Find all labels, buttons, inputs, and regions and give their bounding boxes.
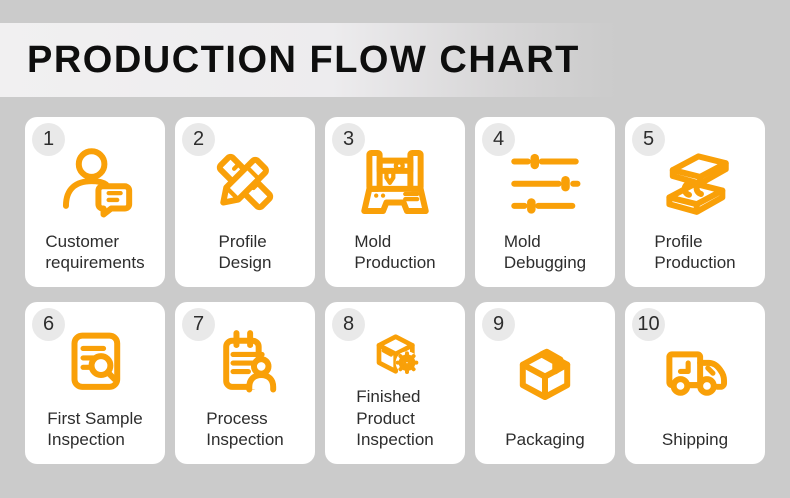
first-sample-inspection-icon	[71, 332, 121, 390]
step-label: First Sample Inspection	[47, 408, 143, 450]
steps-grid: 1 Customer requirements 2	[25, 117, 765, 464]
step-number-badge: 6	[32, 308, 65, 341]
step-label: Packaging	[505, 430, 585, 450]
mold-production-icon	[361, 149, 429, 214]
step-number-badge: 7	[182, 308, 215, 341]
process-inspection-icon	[223, 330, 277, 393]
step-label: Profile Design	[218, 231, 272, 273]
shipping-icon	[666, 351, 728, 396]
step-card-profile-design: 2 Profile Design	[175, 117, 315, 287]
profile-design-icon	[216, 153, 274, 211]
step-card-process-inspection: 7 Process Inspection	[175, 302, 315, 464]
step-card-profile-production: 5 Profile Production	[625, 117, 765, 287]
step-number-badge: 5	[632, 123, 665, 156]
step-number-badge: 8	[332, 308, 365, 341]
step-card-shipping: 10 Shipping	[625, 302, 765, 464]
step-label: Mold Debugging	[503, 231, 587, 273]
step-number-badge: 10	[632, 308, 665, 341]
step-label: Finished Product Inspection	[356, 387, 434, 450]
step-label: Process Inspection	[206, 408, 284, 450]
page-title: PRODUCTION FLOW CHART	[27, 38, 580, 81]
step-label: Mold Production	[354, 231, 436, 273]
step-card-mold-production: 3 Mold Production	[325, 117, 465, 287]
step-card-mold-debugging: 4 Mold Debugging	[475, 117, 615, 287]
step-label: Customer requirements	[45, 231, 145, 273]
step-card-packaging: 9 Packaging	[475, 302, 615, 464]
step-label: Profile Production	[654, 231, 736, 273]
header-band: PRODUCTION FLOW CHART	[0, 23, 790, 97]
step-number-badge: 3	[332, 123, 365, 156]
step-number-badge: 4	[482, 123, 515, 156]
step-number-badge: 9	[482, 308, 515, 341]
step-card-finished-product-inspection: 8 Finished Product Inspection	[325, 302, 465, 464]
step-number-badge: 2	[182, 123, 215, 156]
finished-product-inspection-icon	[376, 334, 419, 375]
packaging-icon	[519, 348, 571, 400]
customer-requirements-icon	[62, 148, 133, 218]
step-card-first-sample-inspection: 6 First Sample Inspection	[25, 302, 165, 464]
step-card-customer-requirements: 1 Customer requirements	[25, 117, 165, 287]
mold-debugging-icon	[511, 153, 581, 214]
profile-production-icon	[666, 153, 729, 215]
step-number-badge: 1	[32, 123, 65, 156]
step-label: Shipping	[661, 430, 729, 450]
